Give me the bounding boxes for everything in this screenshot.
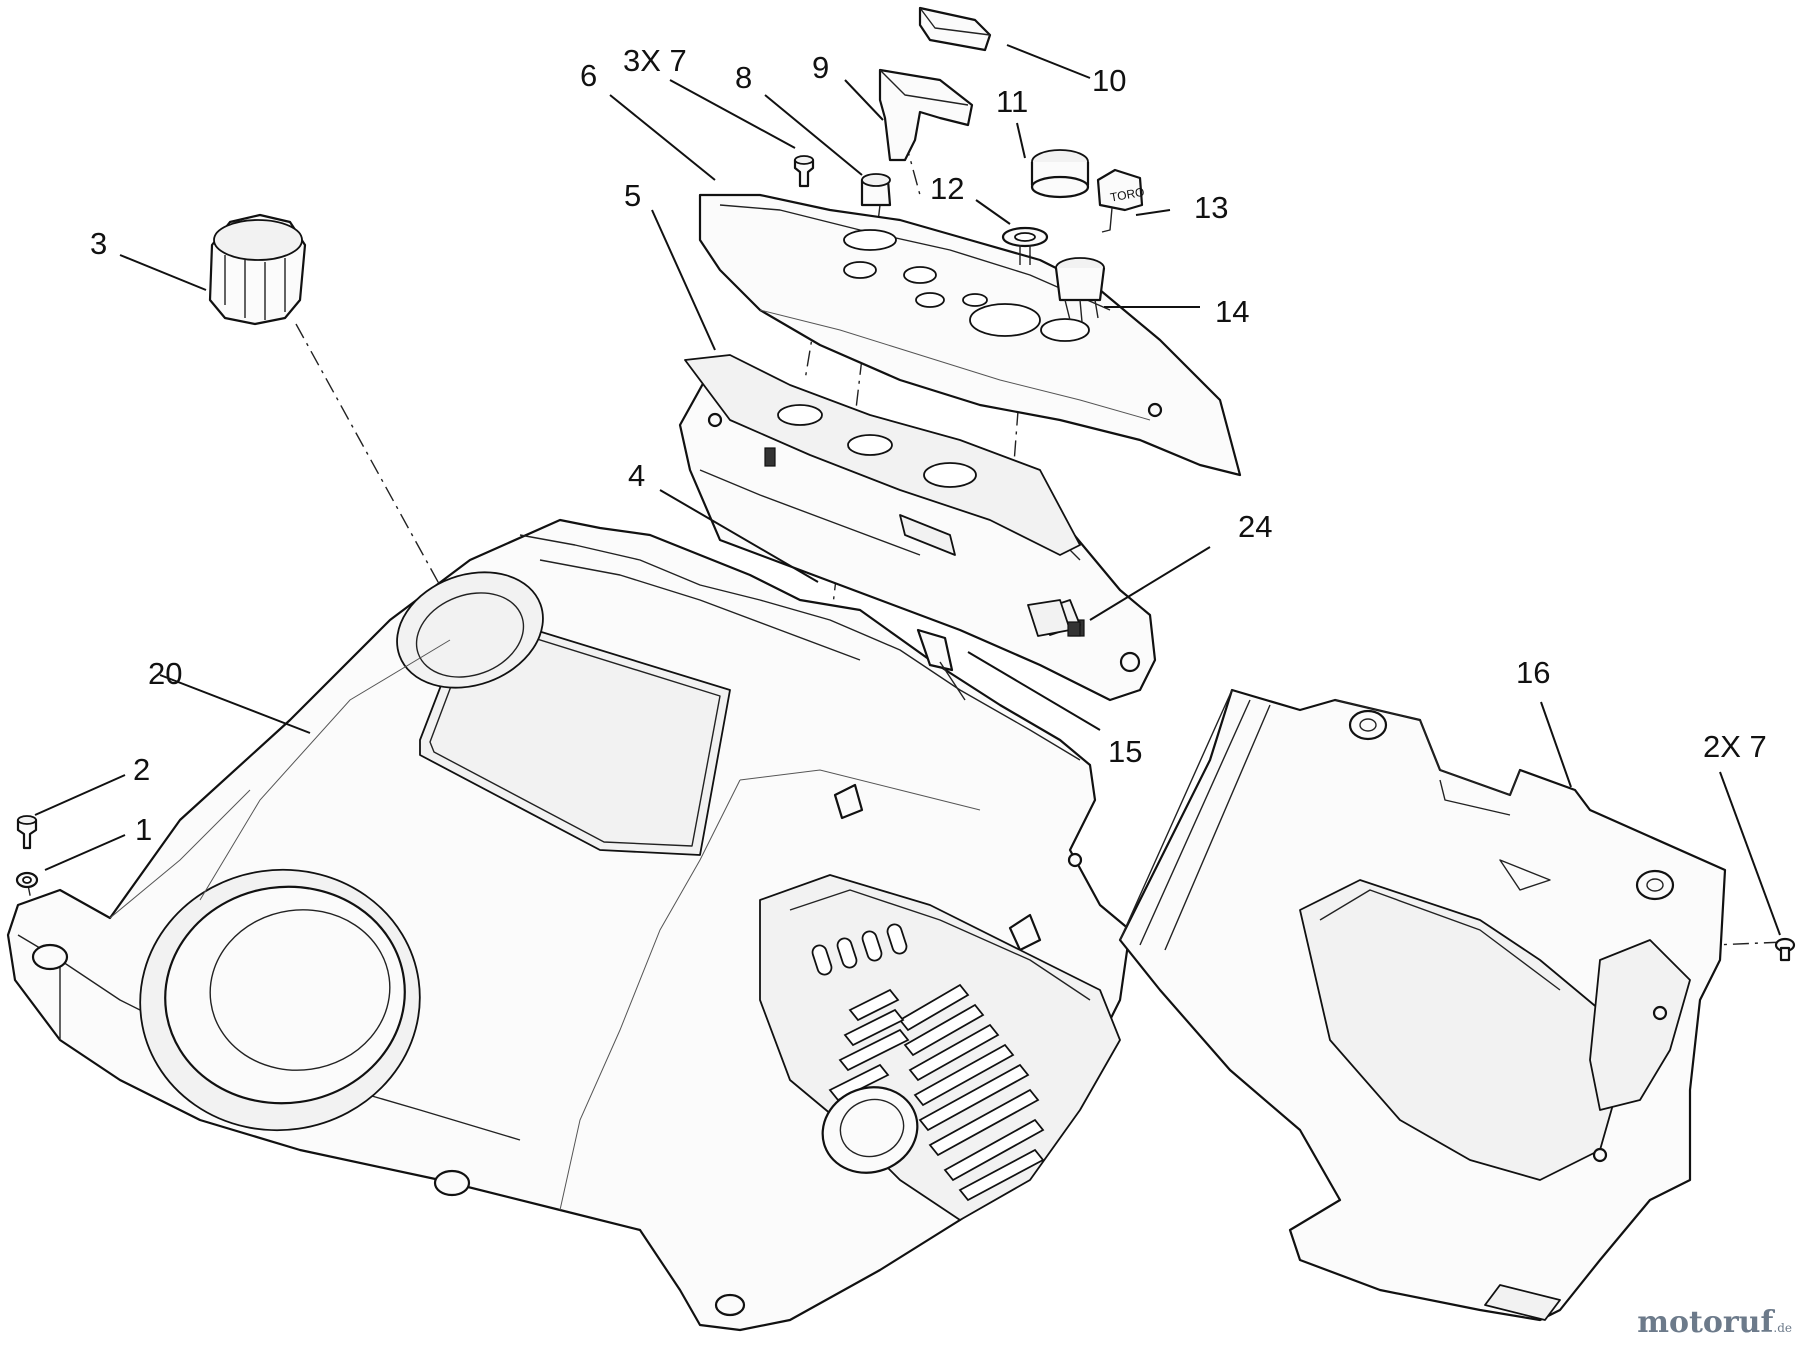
callout-11: 11 <box>996 84 1028 119</box>
callout-8: 8 <box>735 60 752 95</box>
callout-20: 20 <box>148 656 182 691</box>
nut-part-12 <box>1001 226 1049 265</box>
main-shroud-part-20 <box>6 518 1132 1332</box>
knob-part-9 <box>878 68 974 162</box>
callout-24: 24 <box>1238 509 1272 544</box>
key-part-13: TORO <box>1096 168 1145 233</box>
grommet-part-8 <box>860 173 892 207</box>
switch-part-24 <box>1027 599 1081 637</box>
inner-plate-part-5 <box>684 354 1081 556</box>
callout-3x7: 3X 7 <box>623 43 687 78</box>
button-part-10 <box>918 6 992 52</box>
ignition-switch-part-14 <box>1054 257 1106 323</box>
callout-labels: 3 20 2 1 6 3X 7 8 9 10 11 12 13 14 5 4 1… <box>90 43 1767 847</box>
callout-15: 15 <box>1108 734 1142 769</box>
screw-part-7-top <box>793 155 815 188</box>
screw-part-7-right <box>1774 937 1796 962</box>
screw-part-2 <box>16 815 38 850</box>
callout-1: 1 <box>135 812 152 847</box>
top-control-panel-part-6 <box>698 193 1242 477</box>
callout-3: 3 <box>90 226 107 261</box>
callout-5: 5 <box>624 178 641 213</box>
cap-part-11 <box>1030 149 1090 199</box>
side-shroud-part-16 <box>1118 688 1727 1322</box>
leader-lines <box>34 44 1781 936</box>
callout-9: 9 <box>812 50 829 85</box>
callout-6: 6 <box>580 58 597 93</box>
callout-2: 2 <box>133 752 150 787</box>
callout-12: 12 <box>930 171 964 206</box>
watermark-logo: motoruf.de <box>1637 1305 1792 1340</box>
grille-slots <box>828 983 1045 1202</box>
callout-10: 10 <box>1092 63 1126 98</box>
washer-part-1 <box>15 871 39 889</box>
connector-part-15 <box>916 628 966 701</box>
callout-14: 14 <box>1215 294 1249 329</box>
fuel-cap-part-3 <box>208 213 307 326</box>
hardware-parts: TORO <box>15 6 1796 962</box>
watermark-brand: motoruf <box>1637 1305 1774 1340</box>
callout-4: 4 <box>628 458 645 493</box>
key-brand-text: TORO <box>1109 185 1145 205</box>
watermark-suffix: .de <box>1773 1321 1792 1335</box>
callout-2x7: 2X 7 <box>1703 729 1767 764</box>
callout-13: 13 <box>1194 190 1228 225</box>
callout-16: 16 <box>1516 655 1550 690</box>
